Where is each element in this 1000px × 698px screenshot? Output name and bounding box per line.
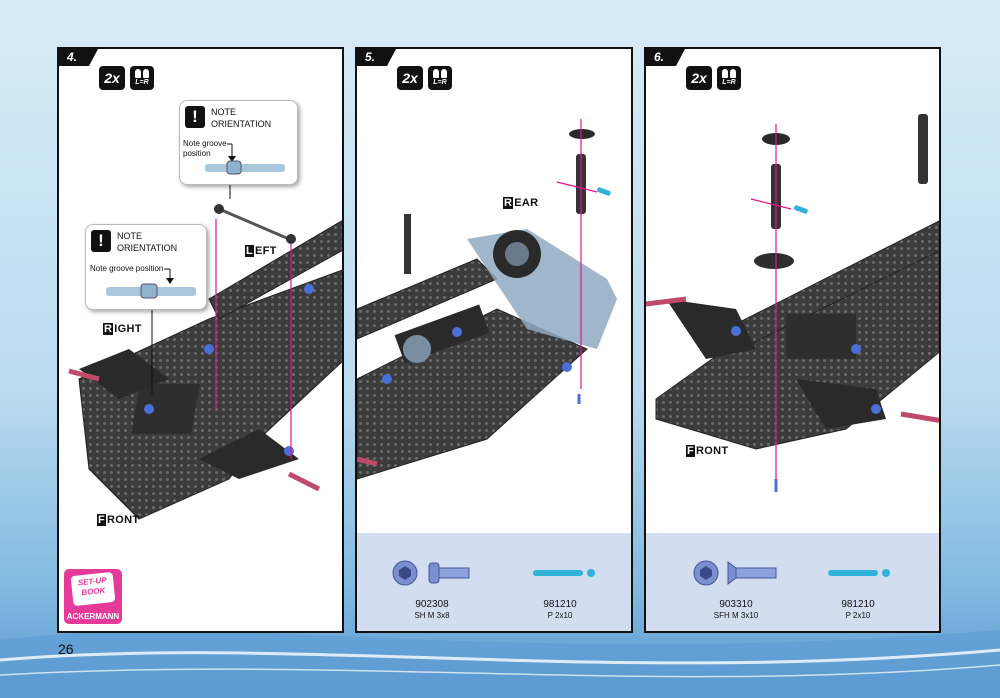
left-equals-right-icon: L=R [428, 66, 452, 90]
step-6-chassis-illustration [646, 114, 939, 492]
quantity-badge: 2x [397, 66, 423, 90]
quantity-badge: 2x [99, 66, 125, 90]
turnbuckle-detail [106, 268, 196, 299]
left-equals-right-icon: L=R [130, 66, 154, 90]
left-equals-right-icon: L=R [717, 66, 741, 90]
turnbuckle-detail [205, 143, 285, 175]
quantity-badge: 2x [686, 66, 712, 90]
background-swoosh [0, 630, 1000, 698]
parts-illustrations [392, 560, 595, 586]
parts-illustrations [693, 560, 890, 586]
warning-icon: ! [185, 106, 205, 128]
step-number: 5. [357, 49, 397, 66]
step-5-chassis-illustration [357, 119, 617, 480]
page-number: 26 [58, 641, 74, 657]
step-number: 4. [59, 49, 99, 66]
step-4-chassis-illustration [68, 175, 342, 520]
step-number: 6. [646, 49, 686, 66]
warning-icon: ! [91, 230, 111, 252]
